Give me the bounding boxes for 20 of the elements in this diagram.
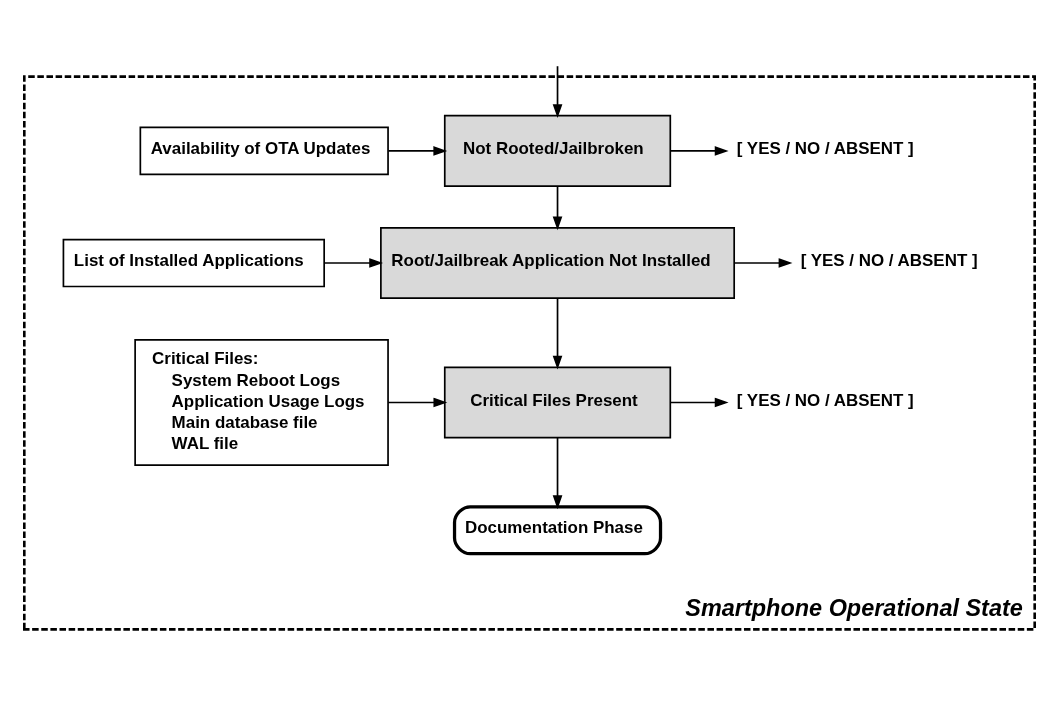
node-box: List of Installed Applications — [62, 238, 325, 287]
node-box: Availability of OTA Updates — [139, 126, 389, 175]
arrow — [552, 64, 563, 118]
arrow — [387, 145, 448, 156]
arrow — [669, 145, 729, 156]
arrow — [552, 436, 563, 509]
node-text: [ YES / NO / ABSENT ] — [736, 390, 914, 410]
node-text: [ YES / NO / ABSENT ] — [736, 138, 914, 158]
node-text: [ YES / NO / ABSENT ] — [800, 250, 978, 270]
arrow — [669, 397, 729, 407]
node-box: Critical Files Present — [443, 365, 672, 439]
node-box: Not Rooted/Jailbroken — [443, 114, 672, 187]
arrow — [733, 257, 793, 268]
node-box: Documentation Phase — [452, 504, 663, 555]
arrow — [387, 397, 448, 407]
arrow — [552, 297, 563, 370]
node-box: Root/Jailbreak Application Not Installed — [380, 226, 736, 299]
arrow — [323, 257, 384, 268]
node-box: Critical Files: System Reboot Logs Application Usage Logs Main database file WAL file — [134, 338, 389, 466]
arrow — [552, 184, 563, 230]
